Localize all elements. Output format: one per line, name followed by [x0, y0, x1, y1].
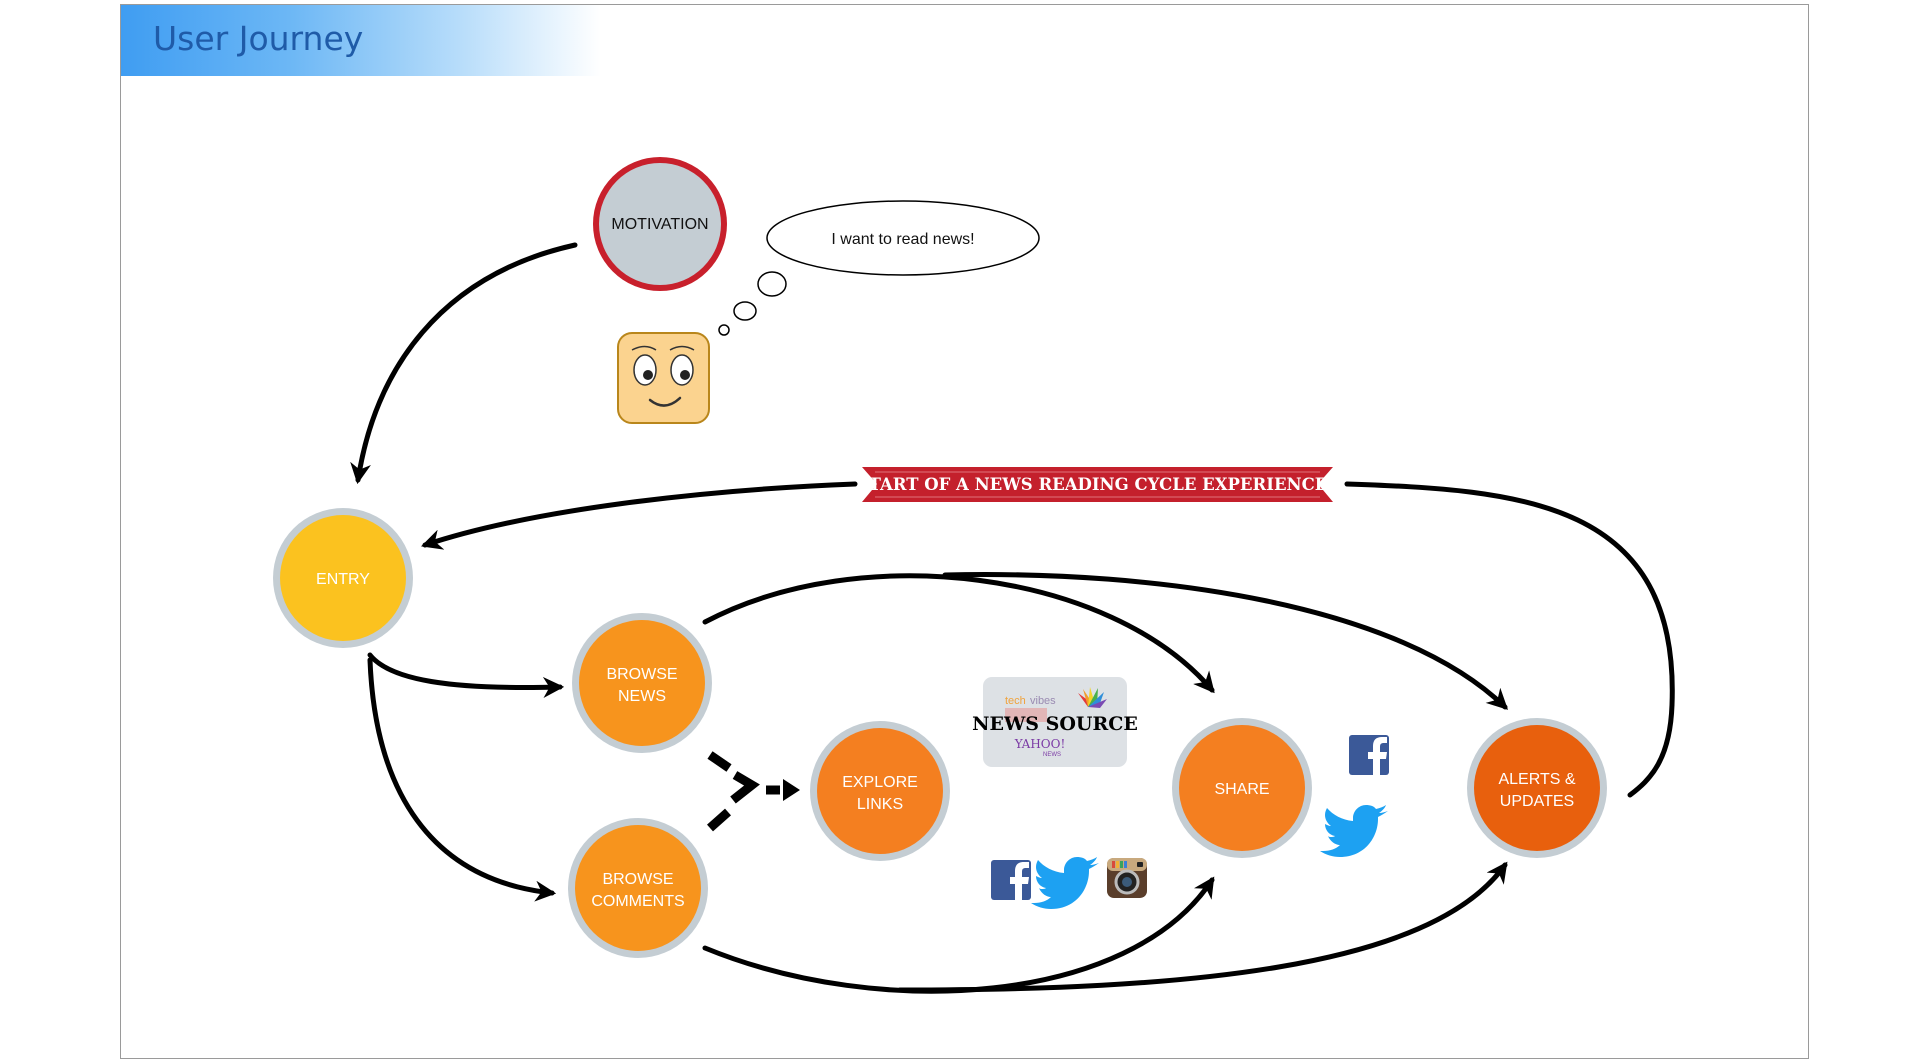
node-label: MOTIVATION: [611, 216, 708, 233]
node-browse-news: BROWSE NEWS: [572, 613, 712, 753]
arrow-browse-news-to-alerts: [942, 572, 1509, 710]
node-label: COMMENTS: [591, 893, 684, 910]
arrow-browse-news-to-share: [702, 573, 1215, 694]
dash-mark: [707, 808, 731, 832]
banner-text: START OF A NEWS READING CYCLE EXPERIENCE: [857, 475, 1328, 494]
node-entry: ENTRY: [273, 508, 413, 648]
news-source-small-label: tech: [1005, 695, 1026, 707]
facebook-icon: [1349, 735, 1389, 775]
arrow-motivation-to-entry: [350, 242, 578, 485]
node-label: ENTRY: [316, 571, 370, 588]
instagram-icon: [1107, 858, 1147, 898]
news-source-small-label: vibes: [1030, 695, 1056, 707]
node-browse-comments: BROWSE COMMENTS: [568, 818, 708, 958]
node-explore-links: EXPLORE LINKS: [810, 721, 950, 861]
dash-mark: [730, 771, 760, 804]
news-source-backdrop: [1005, 708, 1047, 722]
node-label: BROWSE: [606, 666, 677, 683]
thought-dot: [757, 271, 787, 297]
thought-dot: [718, 324, 730, 336]
news-source-small-label: YAHOO!: [1014, 737, 1066, 751]
arrow-entry-to-browse-comments: [367, 657, 557, 902]
node-label: LINKS: [857, 796, 903, 813]
arrow-browse-comments-to-alerts: [897, 861, 1508, 993]
news-source-card: tech vibes NEWS SOURCE YAHOO! NEWS: [972, 677, 1138, 767]
node-motivation: MOTIVATION: [593, 157, 727, 291]
news-source-small-label: NEWS: [1043, 752, 1061, 758]
node-label: NEWS: [618, 688, 666, 705]
twitter-icon: [1031, 857, 1099, 909]
cycle-banner: START OF A NEWS READING CYCLE EXPERIENCE: [857, 467, 1333, 502]
thought-dot: [733, 301, 757, 321]
dashed-arrow-head: [783, 779, 800, 801]
node-label: UPDATES: [1500, 793, 1574, 810]
slide: User Journey: [120, 4, 1809, 1059]
dash-mark: [707, 751, 732, 772]
twitter-icon: [1320, 805, 1388, 857]
thought-bubble: I want to read news!: [718, 200, 1040, 336]
arrow-banner-to-entry: [421, 481, 858, 550]
arrow-entry-to-browse-news: [367, 652, 565, 698]
node-alerts-updates: ALERTS & UPDATES: [1467, 718, 1607, 858]
node-share: SHARE: [1172, 718, 1312, 858]
arrow-alerts-to-banner: [1344, 481, 1675, 798]
node-label: EXPLORE: [842, 774, 918, 791]
node-label: SHARE: [1214, 781, 1269, 798]
page-title: User Journey: [153, 19, 364, 58]
node-label: ALERTS &: [1498, 771, 1575, 788]
nbc-peacock-icon: [1078, 687, 1107, 708]
node-label: BROWSE: [602, 871, 673, 888]
flow-arrows: [350, 242, 1675, 994]
news-source-title: NEWS SOURCE: [972, 713, 1138, 735]
smiley-face-icon: [617, 332, 710, 424]
facebook-icon: [991, 860, 1031, 900]
thought-text: I want to read news!: [831, 231, 974, 248]
title-bar: User Journey: [121, 5, 601, 76]
